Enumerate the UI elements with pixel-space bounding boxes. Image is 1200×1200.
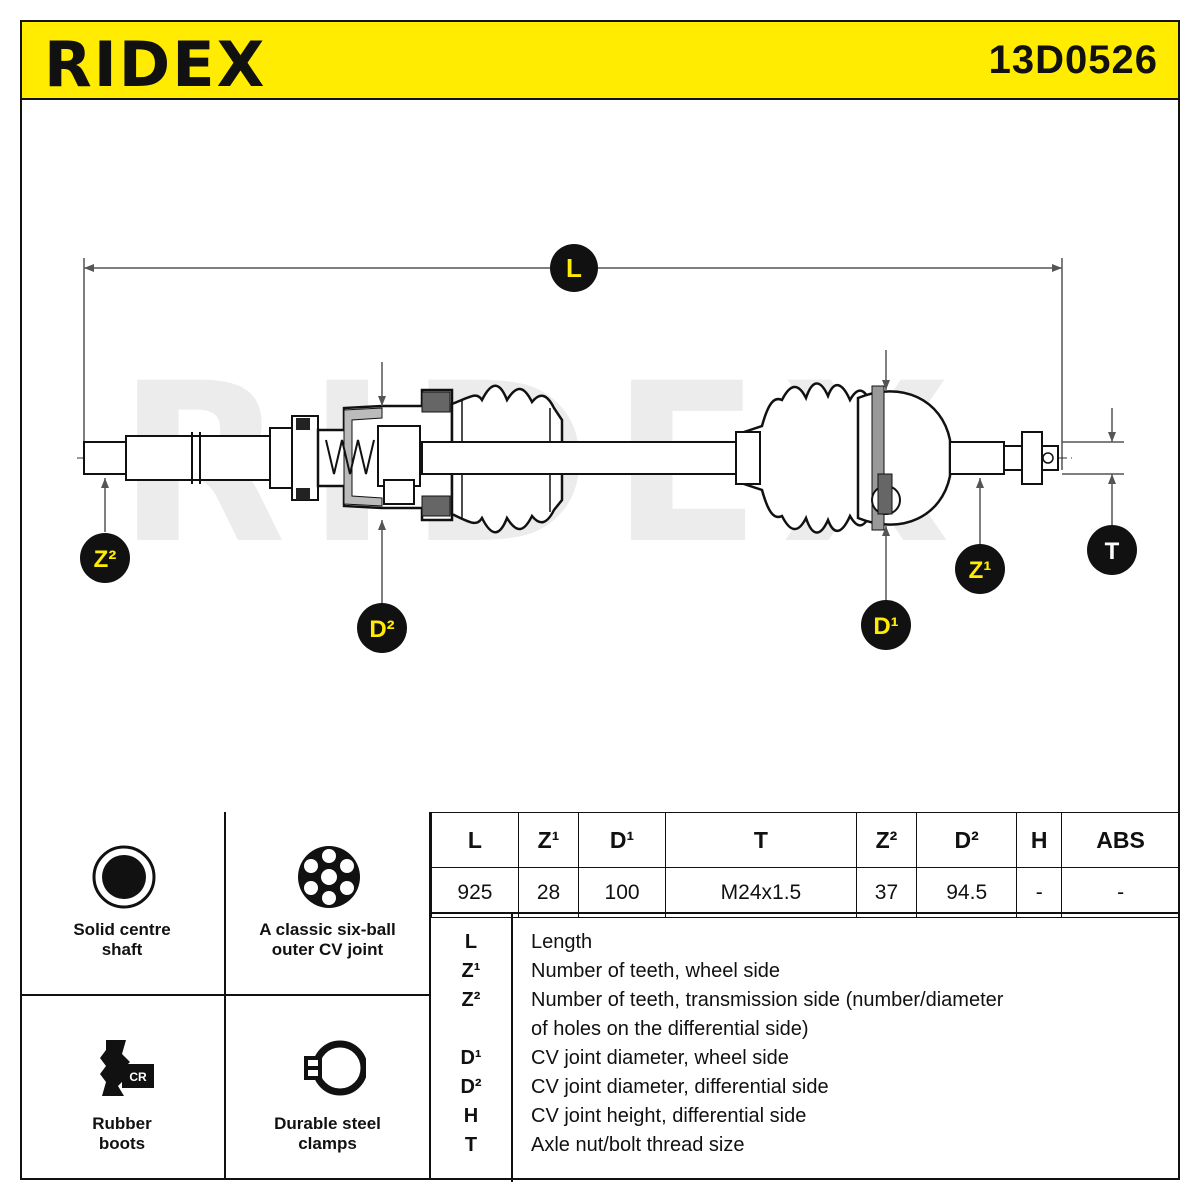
legend-text: Axle nut/bolt thread size bbox=[531, 1134, 745, 1156]
svg-text:L: L bbox=[566, 253, 582, 283]
header-bar: RIDEX 13D0526 bbox=[20, 20, 1180, 101]
spec-value: M24x1.5 bbox=[665, 867, 857, 918]
svg-text:T: T bbox=[1105, 538, 1120, 565]
badge-L: L bbox=[550, 244, 598, 292]
legend-key bbox=[431, 1015, 511, 1044]
legend-key: H bbox=[463, 1105, 479, 1127]
driveshaft-diagram: RIDEX bbox=[22, 100, 1178, 812]
feature-label: Durable steel clamps bbox=[274, 1114, 381, 1153]
spec-value: 37 bbox=[855, 867, 918, 918]
spec-value: 100 bbox=[578, 867, 667, 918]
six-ball-joint-icon bbox=[298, 846, 360, 908]
spec-value: - bbox=[1061, 867, 1180, 918]
spec-header: Z¹ bbox=[517, 812, 580, 868]
spec-header: D² bbox=[916, 812, 1018, 868]
legend-text: CV joint diameter, differential side bbox=[531, 1076, 829, 1098]
spec-section: Solid centre shaft A classic six-ball ou… bbox=[20, 812, 1180, 1182]
badge-D1: D¹ bbox=[861, 600, 911, 650]
feature-label: A classic six-ball outer CV joint bbox=[259, 920, 396, 959]
spec-header: ABS bbox=[1061, 812, 1180, 868]
badge-Z2: Z² bbox=[80, 533, 130, 583]
feature-six-ball-joint: A classic six-ball outer CV joint bbox=[226, 812, 431, 996]
spec-header: T bbox=[665, 812, 857, 868]
legend-text: of holes on the differential side) bbox=[531, 1018, 809, 1040]
legend-key: D¹ bbox=[460, 1047, 482, 1069]
spec-header-row: L Z¹ D¹ T Z² D² H ABS bbox=[431, 812, 1180, 868]
legend-key: Z¹ bbox=[461, 960, 481, 982]
svg-text:CR: CR bbox=[129, 1070, 147, 1084]
badge-D2: D² bbox=[357, 603, 407, 653]
rubber-boot-cr-icon: CR bbox=[100, 1040, 154, 1096]
legend-key: L bbox=[464, 931, 478, 953]
spec-value: - bbox=[1016, 867, 1063, 918]
badge-T: T bbox=[1087, 525, 1137, 575]
feature-label: Solid centre shaft bbox=[73, 920, 171, 959]
spec-value: 28 bbox=[517, 867, 580, 918]
feature-rubber-boots: CR Rubber boots bbox=[20, 996, 226, 1180]
spec-value: 94.5 bbox=[916, 867, 1018, 918]
steel-clamp-icon bbox=[304, 1040, 366, 1096]
legend-key: Z² bbox=[461, 989, 481, 1011]
badge-Z1: Z¹ bbox=[955, 544, 1005, 594]
legend-text: CV joint height, differential side bbox=[531, 1105, 807, 1127]
axle-nut bbox=[1021, 431, 1043, 485]
brand-logo: RIDEX bbox=[44, 28, 267, 101]
legend-key-column bbox=[431, 914, 513, 1182]
svg-text:D²: D² bbox=[369, 616, 394, 643]
solid-shaft-icon bbox=[92, 845, 156, 909]
part-number: 13D0526 bbox=[988, 38, 1158, 82]
spec-header: D¹ bbox=[578, 812, 667, 868]
spec-header: Z² bbox=[855, 812, 918, 868]
svg-text:Z¹: Z¹ bbox=[969, 557, 992, 584]
feature-steel-clamps: Durable steel clamps bbox=[226, 996, 431, 1180]
spec-header: L bbox=[431, 812, 519, 868]
svg-text:D¹: D¹ bbox=[873, 613, 898, 640]
spec-header: H bbox=[1016, 812, 1063, 868]
feature-label: Rubber boots bbox=[92, 1114, 152, 1153]
driveshaft-drawing: RIDEX bbox=[77, 244, 1137, 653]
legend-text: Number of teeth, wheel side bbox=[531, 960, 781, 982]
svg-text:Z²: Z² bbox=[94, 546, 117, 573]
spec-value: 925 bbox=[431, 867, 519, 918]
centre-shaft bbox=[421, 441, 743, 475]
spec-value-row: 925 28 100 M24x1.5 37 94.5 - - bbox=[431, 867, 1180, 918]
legend-key: T bbox=[464, 1134, 478, 1156]
feature-solid-shaft: Solid centre shaft bbox=[20, 812, 226, 996]
legend-key: D² bbox=[460, 1076, 482, 1098]
legend-text: Length bbox=[531, 931, 593, 953]
legend-text: Number of teeth, transmission side (numb… bbox=[531, 989, 1004, 1011]
spec-table: L Z¹ D¹ T Z² D² H ABS 925 28 100 M24x1.5… bbox=[431, 812, 1180, 918]
legend-text: CV joint diameter, wheel side bbox=[531, 1047, 789, 1069]
legend: L Length Z¹ Number of teeth, wheel side … bbox=[431, 912, 1180, 1182]
